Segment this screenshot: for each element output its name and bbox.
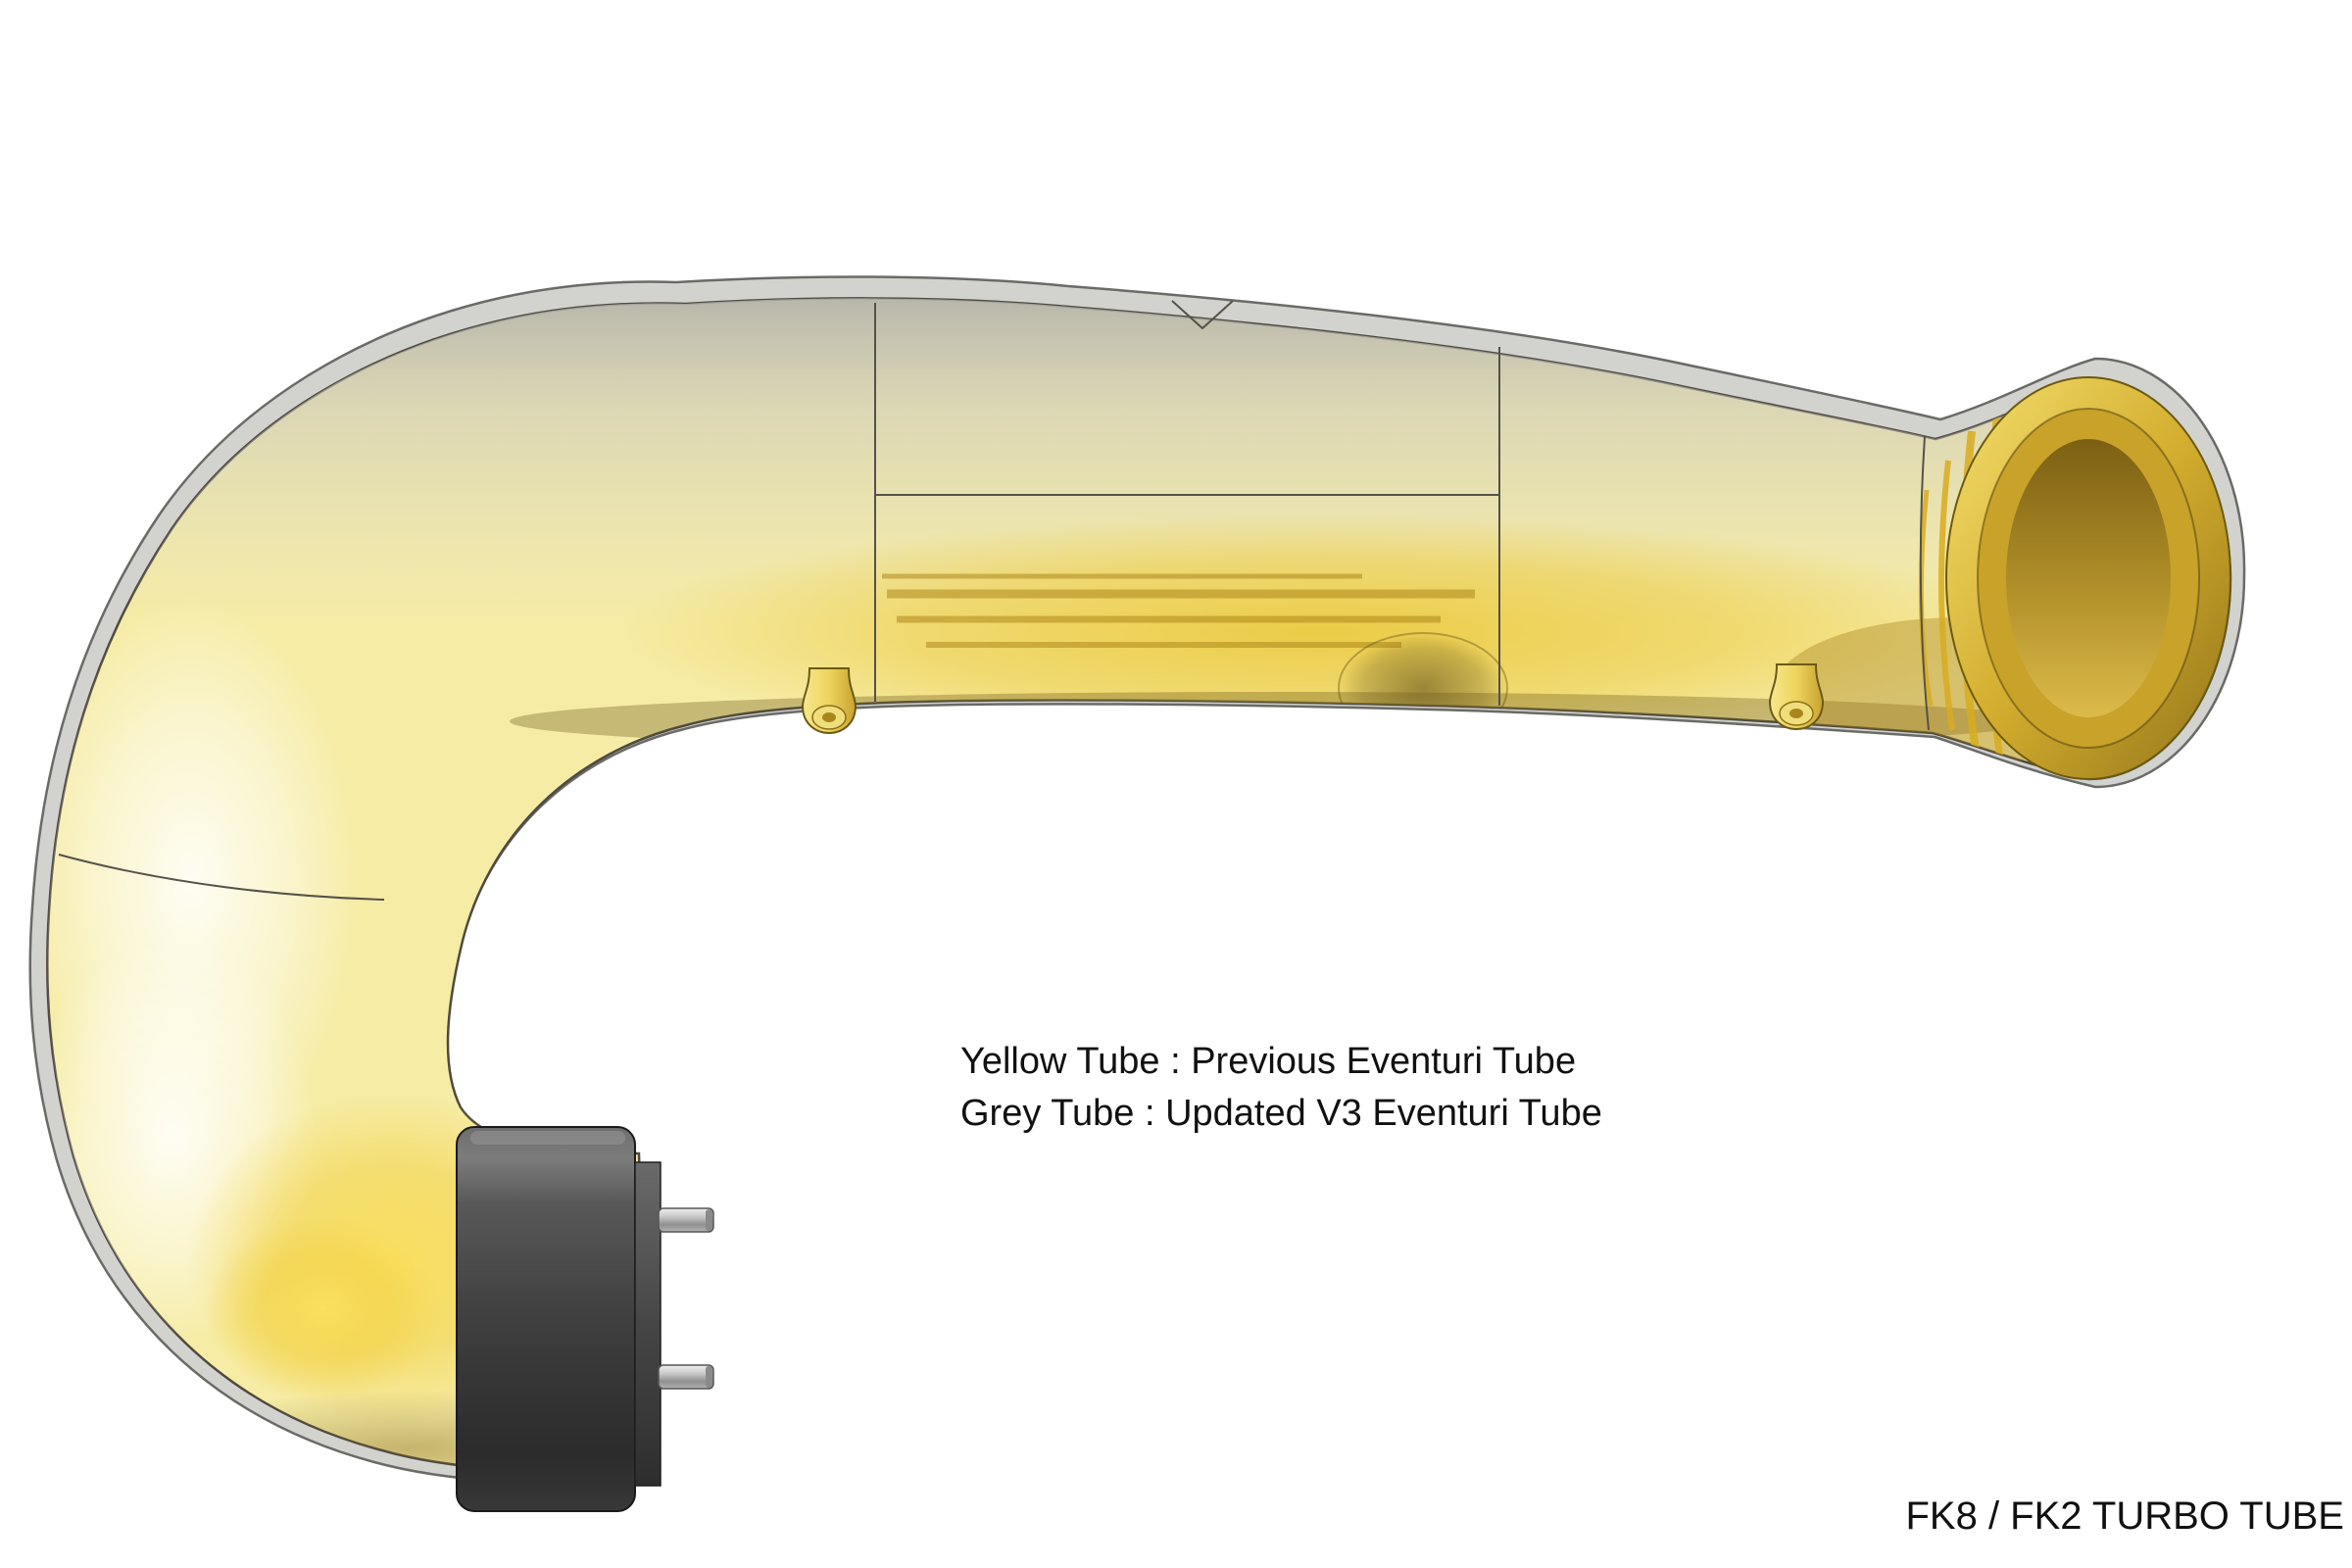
flange-step: [634, 1161, 662, 1487]
inner-bend-gold-hotspot: [206, 1215, 441, 1401]
mounting-pin-bottom: [658, 1364, 714, 1390]
gold-streaks: [882, 573, 1475, 648]
seam-lines: [58, 300, 1930, 901]
annotation-block: Yellow Tube : Previous Eventuri Tube Gre…: [960, 1041, 1602, 1134]
caption-title: FK8 / FK2 TURBO TUBE: [1905, 1494, 2344, 1538]
seam-flare: [1919, 435, 1930, 731]
turbo-flange: [456, 1126, 714, 1512]
pin-tip: [706, 1209, 712, 1231]
flange-body: [456, 1126, 636, 1512]
gold-band: [617, 514, 2029, 750]
annotation-line-1: Yellow Tube : Previous Eventuri Tube: [960, 1041, 1576, 1082]
seam-bend: [58, 854, 385, 901]
flange-top-highlight: [470, 1131, 625, 1145]
boss-right: [1768, 663, 1825, 731]
mounting-pin-top: [658, 1207, 714, 1233]
outlet-bore: [2006, 439, 2171, 717]
annotation-line-2: Grey Tube : Updated V3 Eventuri Tube: [960, 1093, 1602, 1134]
pin-body: [658, 1207, 714, 1233]
notch-triangle: [1171, 300, 1234, 330]
boss-left: [801, 667, 858, 735]
outlet: [1945, 376, 2231, 780]
boss-hole: [822, 712, 836, 722]
pin-tip: [706, 1366, 712, 1388]
pin-body: [658, 1364, 714, 1390]
boss-hole: [1789, 709, 1803, 718]
